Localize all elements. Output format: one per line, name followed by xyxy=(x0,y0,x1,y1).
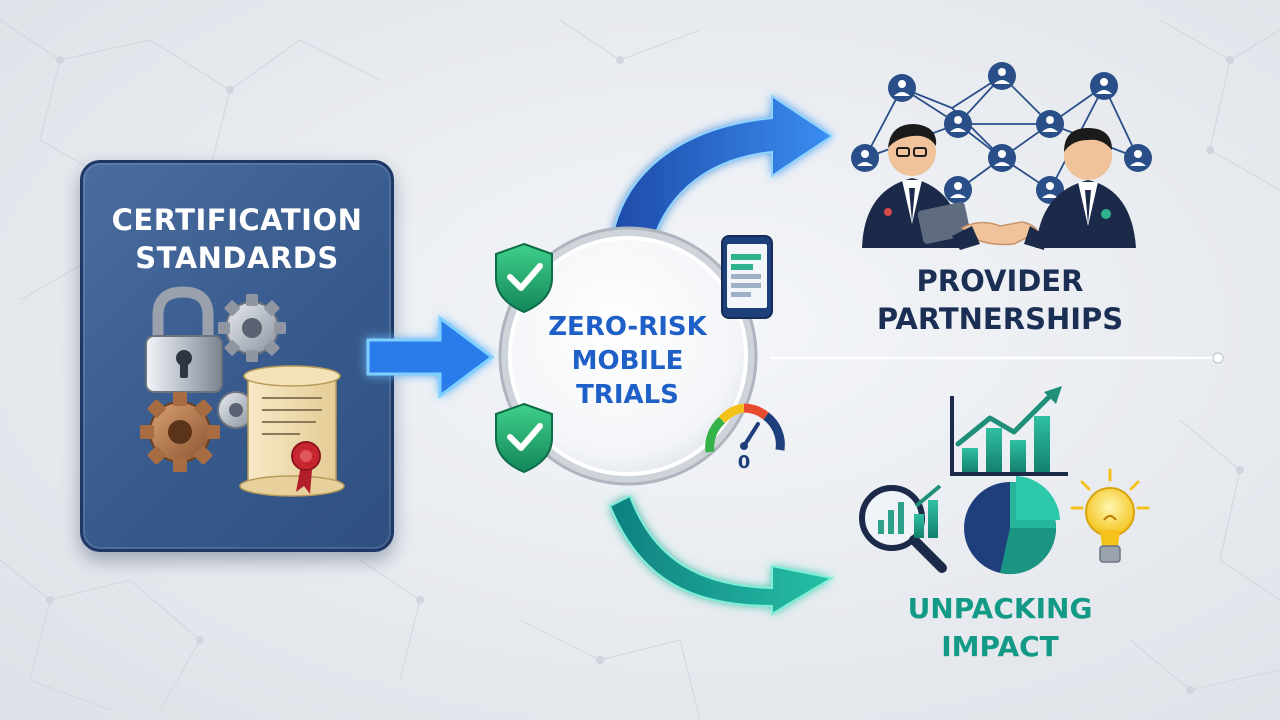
light-bulb-icon xyxy=(1070,468,1150,563)
arrow-to-provider xyxy=(610,94,834,246)
pie-chart-icon xyxy=(964,476,1060,575)
shield-check-icon xyxy=(495,242,553,314)
impact-label-line2: IMPACT xyxy=(941,630,1059,663)
gear-icon xyxy=(218,294,286,362)
certification-title-line2: STANDARDS xyxy=(135,241,339,275)
certification-standards-title: CERTIFICATION STANDARDS xyxy=(83,201,391,277)
provider-partnerships-label: PROVIDER PARTNERSHIPS xyxy=(870,262,1130,338)
center-title-line1: ZERO-RISK xyxy=(548,312,707,342)
arrow-to-center xyxy=(366,315,495,399)
center-title: ZERO-RISK MOBILE TRIALS xyxy=(525,310,730,412)
impact-label-line1: UNPACKING xyxy=(907,592,1093,625)
unpacking-impact-label: UNPACKING IMPACT xyxy=(870,590,1130,666)
center-title-line2: MOBILE xyxy=(571,346,684,376)
handshake-icon xyxy=(952,221,1046,250)
arrow-to-impact xyxy=(608,494,835,616)
growth-bar-chart-icon xyxy=(950,386,1068,476)
provider-label-line1: PROVIDER xyxy=(916,264,1084,298)
magnifying-glass-icon xyxy=(859,485,947,573)
certificate-scroll-icon xyxy=(239,365,345,497)
shield-check-icon xyxy=(495,402,553,474)
center-title-line3: TRIALS xyxy=(576,380,679,410)
provider-label-line2: PARTNERSHIPS xyxy=(876,302,1124,336)
gauge-value: 0 xyxy=(737,452,751,473)
certification-title-line1: CERTIFICATION xyxy=(111,203,363,237)
smartphone-icon xyxy=(721,235,773,319)
speedometer-gauge-icon xyxy=(705,403,785,453)
businessman-right-icon xyxy=(1036,128,1136,248)
gear-icon xyxy=(140,392,220,472)
